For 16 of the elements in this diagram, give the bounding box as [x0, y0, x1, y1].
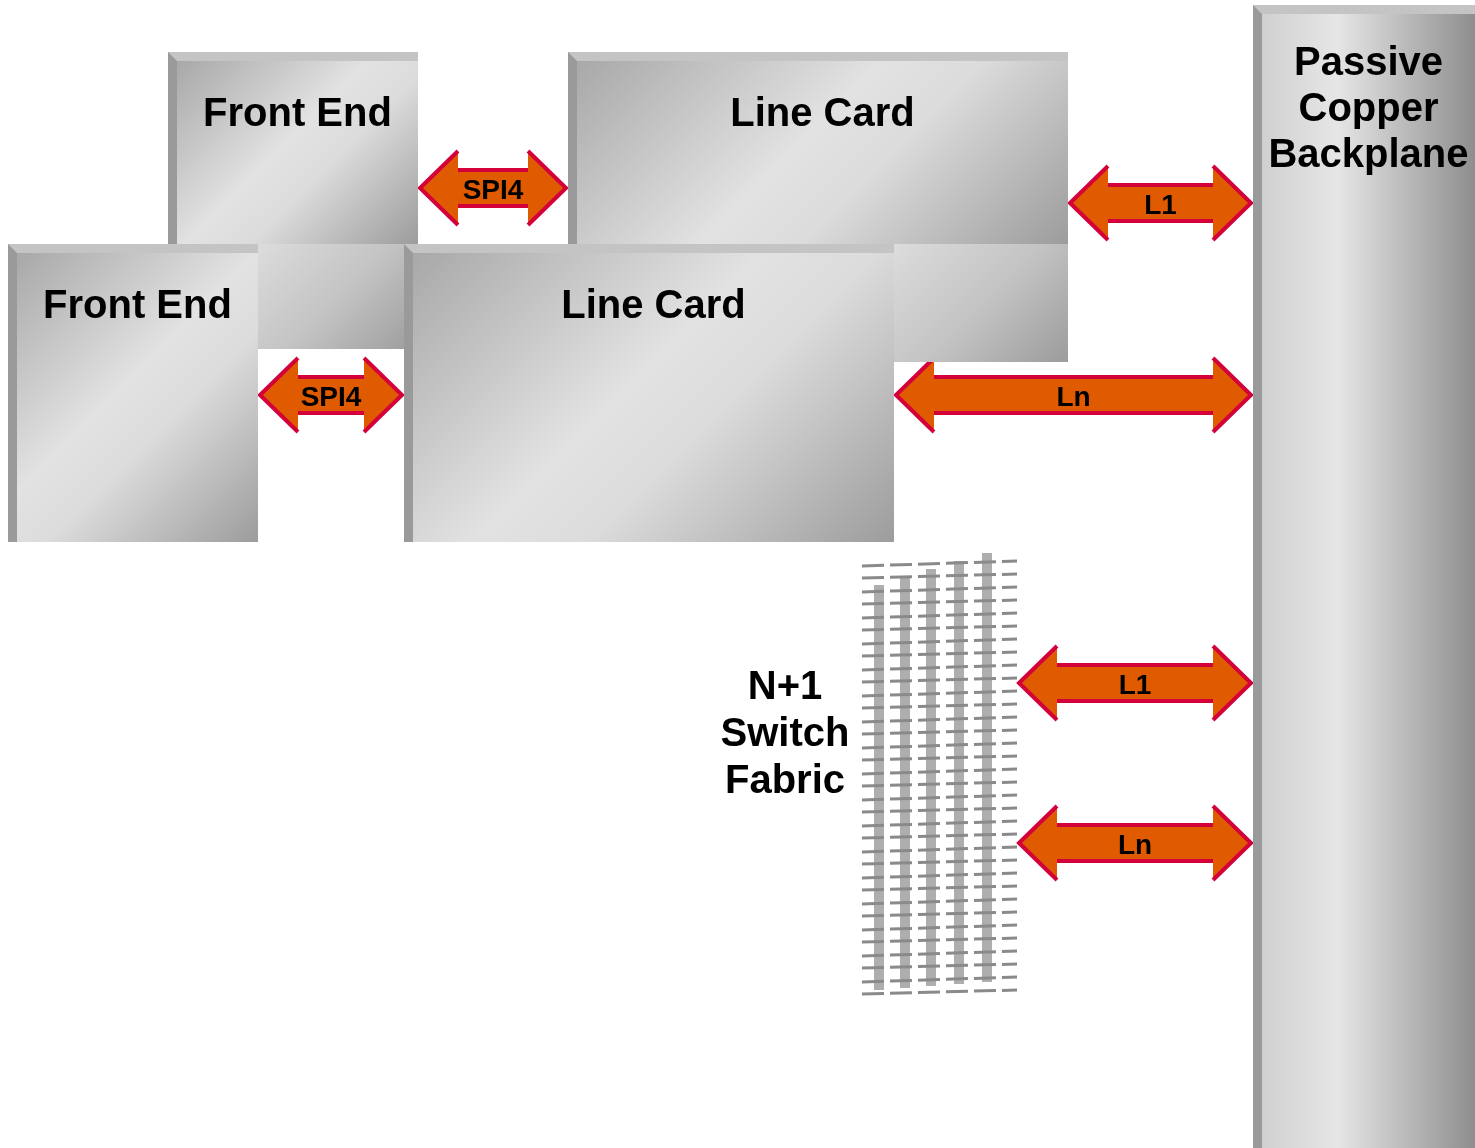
box-title: Line Card: [729, 89, 916, 135]
edge-label: SPI4: [300, 381, 362, 413]
box-title: Line Card: [560, 281, 747, 327]
edge-label: Ln: [1056, 381, 1091, 413]
box-title: Front End: [202, 89, 393, 135]
box-title: Front End: [42, 281, 233, 327]
component-label: N+1 Switch Fabric: [719, 662, 851, 804]
edge-label: Ln: [1117, 829, 1153, 861]
backplane-panel: [1253, 5, 1475, 1148]
edge-label: SPI4: [462, 174, 524, 206]
box-title: Passive Copper Backplane: [1267, 38, 1470, 176]
edge-label: L1: [1144, 189, 1177, 221]
card-box: [404, 244, 894, 542]
card-box: [8, 244, 258, 542]
switch-fabric-drawing: [860, 553, 1019, 996]
edge-label: L1: [1118, 669, 1152, 701]
